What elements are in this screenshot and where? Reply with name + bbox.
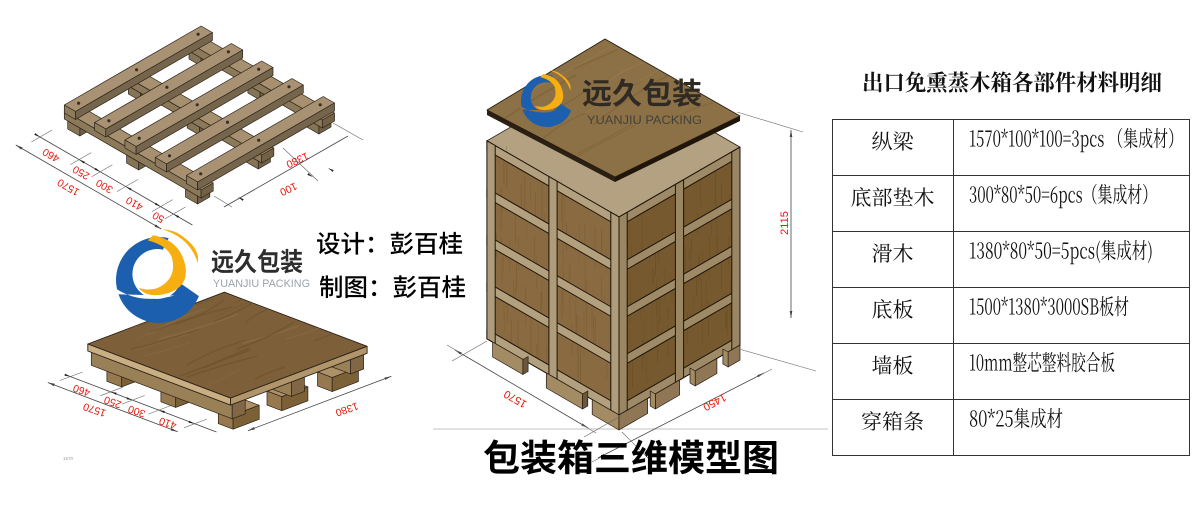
svg-text:YUANJIU PACKING: YUANJIU PACKING [587, 115, 702, 127]
svg-text:460: 460 [71, 381, 92, 398]
svg-text:2115: 2115 [779, 211, 791, 235]
svg-text:50: 50 [150, 209, 166, 225]
svg-text:410: 410 [158, 414, 179, 431]
svg-text:1570: 1570 [63, 456, 74, 461]
svg-text:300: 300 [126, 402, 147, 419]
svg-text:YUANJIU PACKING: YUANJIU PACKING [213, 278, 310, 290]
svg-text:250: 250 [102, 393, 123, 410]
